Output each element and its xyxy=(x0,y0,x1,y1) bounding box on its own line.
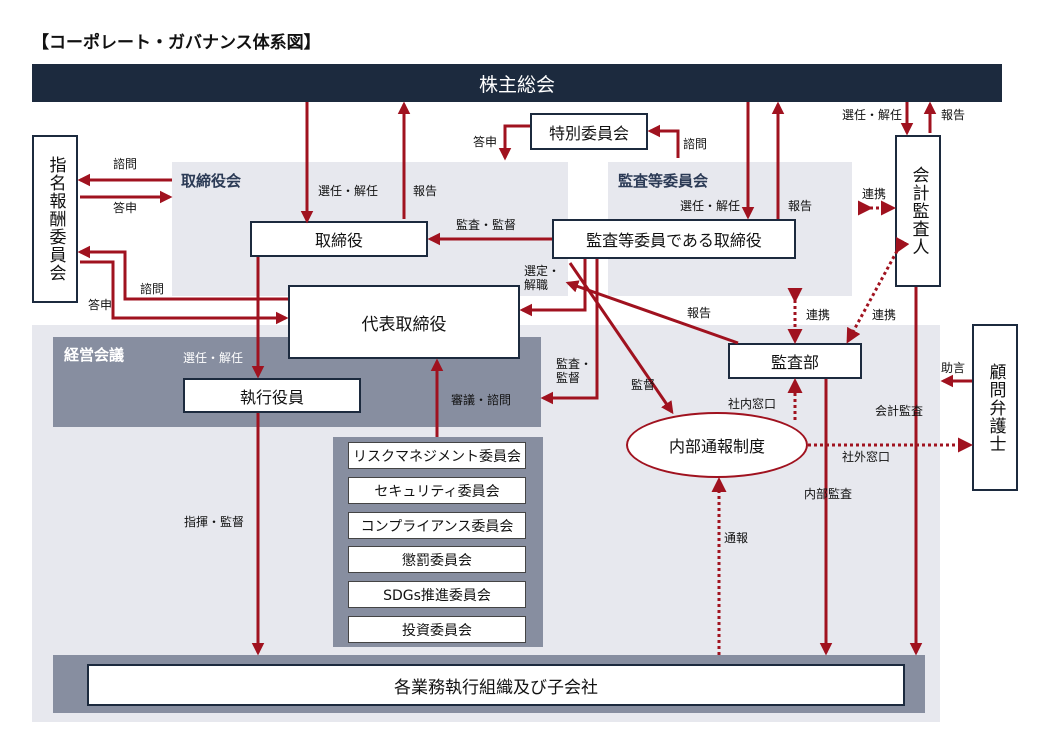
internal-audit-dept-label: 監査部 xyxy=(770,353,819,372)
label-consult-rep: 諮問 xyxy=(140,282,165,296)
audit-committee-region-label: 監査等委員会 xyxy=(618,172,709,190)
representative-director-box: 代表取締役 xyxy=(288,285,520,359)
label-coordinate-2: 連携 xyxy=(806,308,831,322)
committees-region xyxy=(333,437,543,647)
accounting-auditor-label: 会計監査人 xyxy=(908,166,929,256)
special-committee-box: 特別委員会 xyxy=(530,113,648,150)
label-internal-contact: 社内窓口 xyxy=(728,397,777,411)
label-supervise-whistle: 監督 xyxy=(631,378,656,392)
label-appoint-directors: 選任・解任 xyxy=(318,184,379,198)
committee-item: 投資委員会 xyxy=(348,616,526,643)
label-audit-supervise-directors: 監査・監督 xyxy=(456,218,517,232)
label-deliberate-consult: 審議・諮問 xyxy=(451,393,512,407)
board-region-label: 取締役会 xyxy=(181,172,242,190)
arrow-supervise-whistle xyxy=(568,262,674,415)
nomination-committee-box: 指名報酬委員会 xyxy=(32,135,78,303)
audit-committee-directors-box: 監査等委員である取締役 xyxy=(552,219,796,259)
label-advice: 助言 xyxy=(941,361,966,375)
label-select-dismiss: 選定・ 解職 xyxy=(524,264,561,293)
committee-item: リスクマネジメント委員会 xyxy=(348,442,526,469)
label-appoint-audit: 選任・解任 xyxy=(680,199,741,213)
representative-director-label: 代表取締役 xyxy=(361,314,447,335)
directors-box: 取締役 xyxy=(250,221,428,257)
business-units-label: 各業務執行組織及び子会社 xyxy=(394,677,598,698)
legal-counsel-box: 顧問弁護士 xyxy=(972,324,1018,491)
label-accounting-audit: 会計監査 xyxy=(875,404,924,418)
directors-label: 取締役 xyxy=(314,231,363,250)
arrow-report-internal-audit xyxy=(565,280,739,345)
label-internal-audit: 内部監査 xyxy=(804,487,853,501)
executive-officers-box: 執行役員 xyxy=(183,378,361,413)
page-title: 【コーポレート・ガバナンス体系図】 xyxy=(32,33,321,53)
nomination-committee-label: 指名報酬委員会 xyxy=(45,156,66,282)
label-report-accounting: 報告 xyxy=(941,108,966,122)
committee-item: SDGs推進委員会 xyxy=(348,581,526,608)
label-report-directors: 報告 xyxy=(413,184,438,198)
shareholders-meeting: 株主総会 xyxy=(32,64,1002,102)
label-consult-special: 諮問 xyxy=(683,137,708,151)
label-consult-nomination: 諮問 xyxy=(113,157,138,171)
arrow-coordinate-accounting-dept xyxy=(846,236,910,344)
label-command-supervise: 指揮・監督 xyxy=(184,515,245,529)
label-report-whistle: 通報 xyxy=(724,531,749,545)
business-units-box: 各業務執行組織及び子会社 xyxy=(87,664,905,706)
shareholders-meeting-label: 株主総会 xyxy=(478,73,555,96)
label-answer-rep: 答申 xyxy=(88,298,113,312)
label-appoint-executives: 選任・解任 xyxy=(183,351,244,365)
committee-item: コンプライアンス委員会 xyxy=(348,512,526,539)
whistleblowing-system-ellipse: 内部通報制度 xyxy=(626,412,808,478)
arrow-answer-special xyxy=(498,124,530,161)
label-audit-supervise-rep: 監査・ 監督 xyxy=(556,357,593,386)
label-coordinate-1: 連携 xyxy=(862,187,887,201)
arrow-audit-supervise-rep xyxy=(540,259,599,405)
label-report-audit: 報告 xyxy=(788,199,813,213)
internal-audit-dept-box: 監査部 xyxy=(728,343,862,379)
label-appoint-accounting: 選任・解任 xyxy=(842,108,903,122)
executive-officers-label: 執行役員 xyxy=(239,387,304,407)
committee-item: 懲罰委員会 xyxy=(348,546,526,573)
label-answer-special: 答申 xyxy=(473,135,498,149)
arrow-consult-special xyxy=(647,124,680,158)
arrow-select-dismiss xyxy=(519,259,587,317)
management-meeting-label: 経営会議 xyxy=(64,346,125,364)
whistleblowing-system-label: 内部通報制度 xyxy=(668,437,765,456)
arrow-answer-rep xyxy=(80,260,289,325)
special-committee-label: 特別委員会 xyxy=(548,123,629,143)
committee-item: セキュリティ委員会 xyxy=(348,477,526,504)
label-answer-nomination: 答申 xyxy=(113,201,138,215)
label-external-contact: 社外窓口 xyxy=(842,450,891,464)
label-coordinate-3: 連携 xyxy=(872,308,897,322)
arrow-consult-rep xyxy=(77,245,288,301)
audit-committee-directors-label: 監査等委員である取締役 xyxy=(586,231,762,250)
legal-counsel-label: 顧問弁護士 xyxy=(985,362,1006,453)
label-report-internal-audit: 報告 xyxy=(687,306,712,320)
